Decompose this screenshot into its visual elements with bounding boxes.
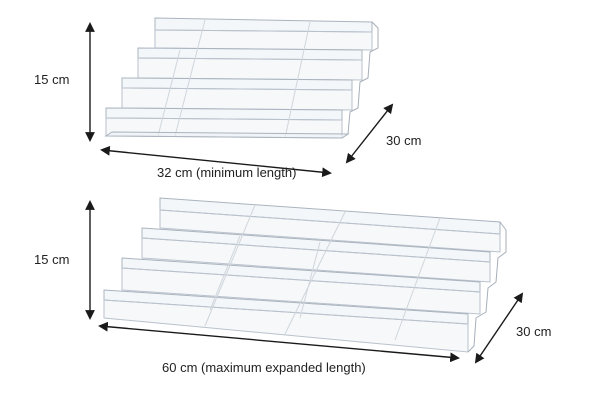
riser-tier-3-face	[137, 57, 363, 81]
riser-tier-2-face	[121, 87, 353, 111]
compact-riser	[104, 17, 379, 139]
expanded-length-arrow	[98, 321, 460, 363]
compact-length-arrow	[100, 145, 332, 178]
compact-height-label: 15 cm	[34, 72, 70, 87]
expanded-depth-label: 30 cm	[516, 324, 552, 339]
expanded-riser	[103, 197, 507, 353]
riser-tier-4-face	[154, 29, 373, 51]
compact-depth-arrow	[345, 103, 394, 164]
expanded-length-label: 60 cm (maximum expanded length)	[162, 360, 366, 375]
expanded-tier-3-face	[141, 237, 491, 283]
compact-length-label: 32 cm (minimum length)	[157, 165, 297, 180]
compact-depth-label: 30 cm	[386, 133, 422, 148]
expanded-height-label: 15 cm	[34, 252, 70, 267]
expanded-depth-arrow	[474, 292, 524, 364]
expanded-tier-4-face	[159, 209, 501, 253]
